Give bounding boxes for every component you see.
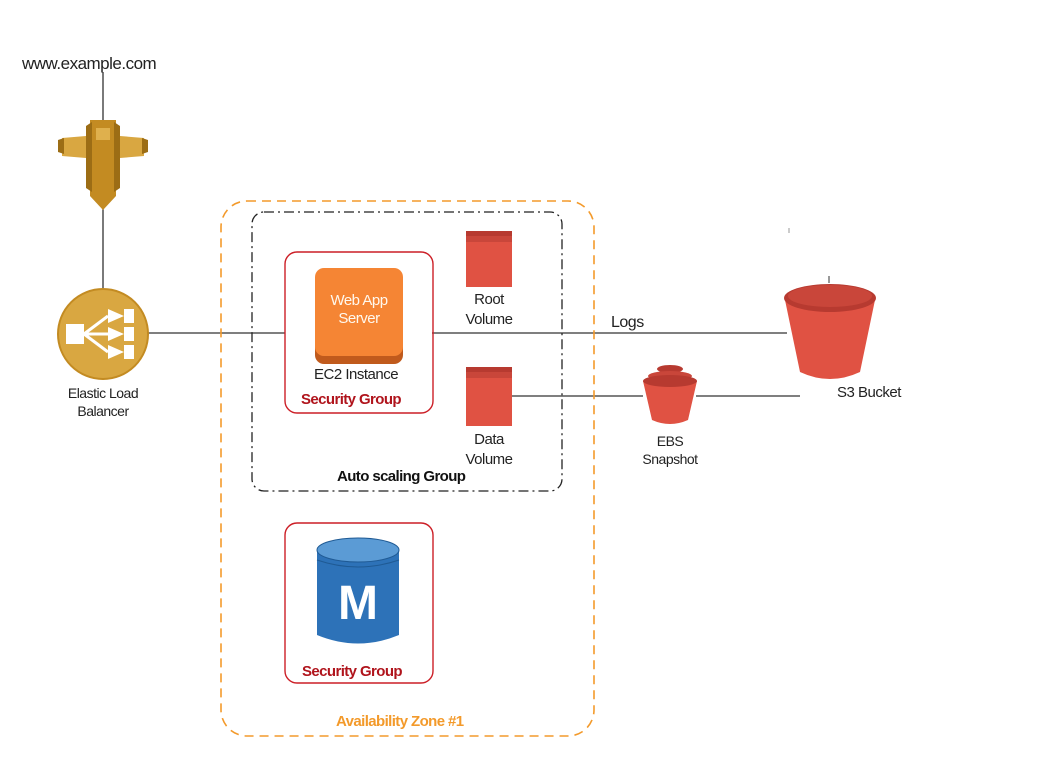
auto-scaling-group-label: Auto scaling Group bbox=[337, 468, 466, 485]
security-group-ec2-box bbox=[284, 251, 434, 414]
rds-database-icon bbox=[316, 537, 400, 644]
ec2-icon-text-line1: Web App bbox=[330, 292, 388, 309]
root-volume-label-line2: Volume bbox=[465, 311, 513, 328]
data-volume-label-line2: Volume bbox=[465, 451, 513, 468]
ebs-snapshot-icon bbox=[643, 365, 697, 424]
security-group-label-ec2: Security Group bbox=[301, 391, 402, 408]
availability-zone-label: Availability Zone #1 bbox=[336, 713, 464, 730]
elb-label-line1: Elastic Load bbox=[67, 385, 139, 401]
data-volume-label: Data Volume bbox=[449, 430, 529, 470]
ec2-instance-label: EC2 Instance bbox=[314, 366, 399, 383]
ec2-icon-text-line2: Server bbox=[338, 310, 380, 327]
ebs-snapshot-label: EBS Snapshot bbox=[630, 432, 710, 468]
domain-label: www.example.com bbox=[22, 54, 157, 73]
ebs-snapshot-label-line2: Snapshot bbox=[642, 451, 698, 467]
ec2-icon-text: Web App Server bbox=[315, 292, 403, 328]
security-group-label-db: Security Group bbox=[302, 663, 403, 680]
elb-label-line2: Balancer bbox=[77, 403, 129, 419]
ebs-snapshot-label-line1: EBS bbox=[656, 433, 684, 449]
elastic-load-balancer-icon bbox=[57, 288, 149, 380]
route53-icon bbox=[58, 120, 148, 210]
logs-label: Logs bbox=[611, 314, 644, 331]
elb-label: Elastic Load Balancer bbox=[43, 384, 163, 420]
ec2-web-app-server-icon bbox=[315, 268, 403, 364]
availability-zone-box bbox=[220, 200, 595, 737]
security-group-db-box bbox=[284, 522, 434, 684]
data-volume-icon bbox=[466, 367, 512, 426]
rds-icon-letter: M bbox=[338, 577, 378, 630]
root-volume-label: Root Volume bbox=[449, 290, 529, 330]
s3-bucket-label: S3 Bucket bbox=[837, 384, 901, 401]
data-volume-label-line1: Data bbox=[474, 431, 504, 448]
auto-scaling-group-box bbox=[251, 211, 563, 492]
root-volume-label-line1: Root bbox=[474, 291, 504, 308]
s3-bucket-icon bbox=[784, 284, 876, 379]
root-volume-icon bbox=[466, 231, 512, 287]
